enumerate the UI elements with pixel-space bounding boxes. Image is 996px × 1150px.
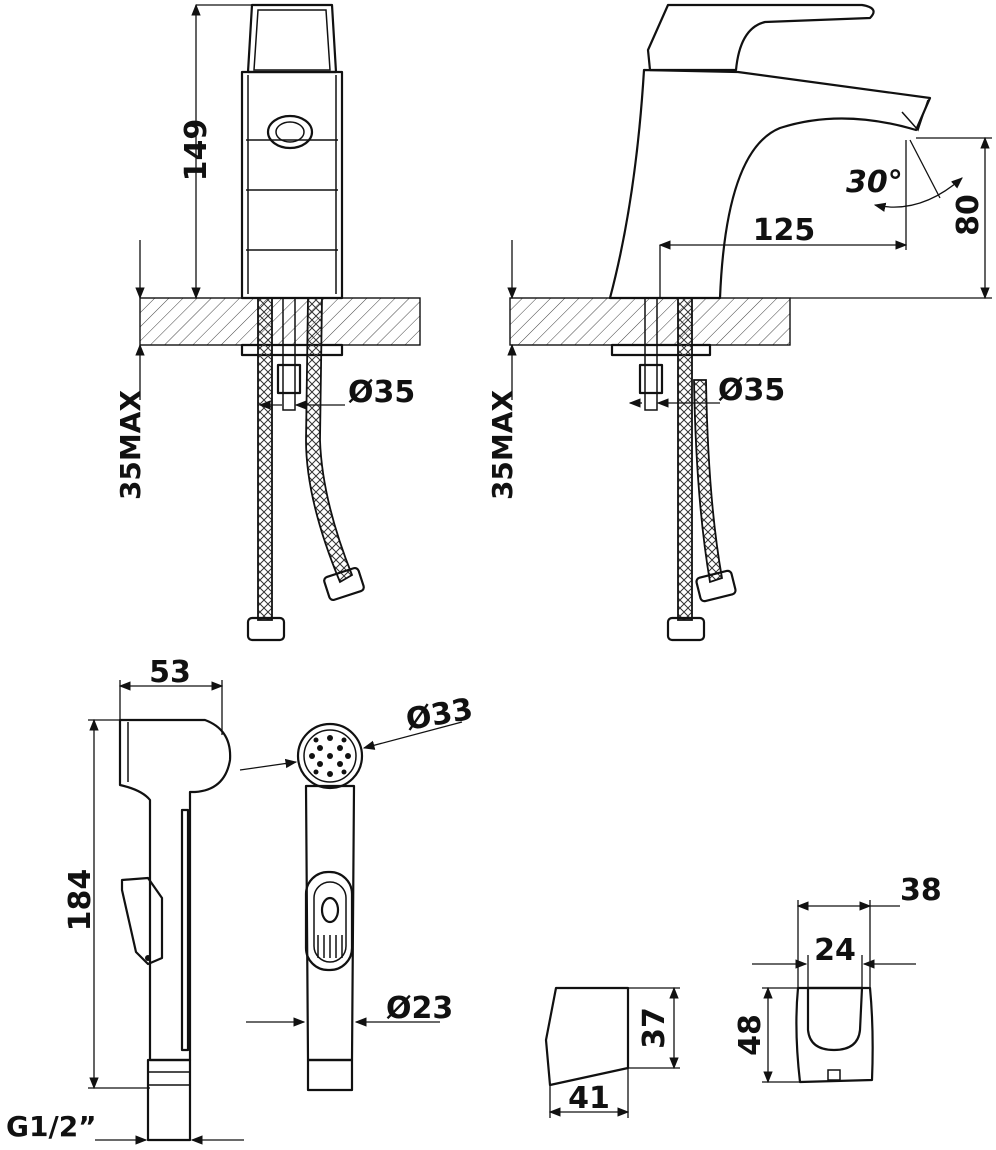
hand-shower-front-view: Ø33 Ø23 xyxy=(239,692,476,1092)
faucet-body-front xyxy=(240,3,344,300)
dim-48-label: 48 xyxy=(733,1014,768,1056)
dim-41: 41 xyxy=(548,1068,630,1118)
wall-holder-side-view: 37 41 xyxy=(544,986,680,1118)
dim-35max-front: 35MAX xyxy=(114,240,147,500)
hose-left-side xyxy=(677,297,693,621)
dim-53-label: 53 xyxy=(149,655,191,690)
dim-hole-35-side: Ø35 xyxy=(628,373,785,408)
hose-right-side xyxy=(693,379,724,584)
dim-hole-35-front: Ø35 xyxy=(258,375,415,410)
countertop-section-side xyxy=(509,297,791,346)
dim-37: 37 xyxy=(628,986,680,1070)
dim-80-side: 80 xyxy=(790,136,992,300)
dim-33-label: Ø33 xyxy=(403,692,475,738)
dim-38: 38 xyxy=(796,873,942,990)
dim-53: 53 xyxy=(118,655,224,735)
faucet-side-view: 125 80 30° 35MAX Ø35 xyxy=(486,3,992,642)
dim-35max-side-label: 35MAX xyxy=(486,390,519,500)
dim-37-label: 37 xyxy=(637,1007,672,1049)
hose-left-front xyxy=(257,297,273,621)
dim-30-degree-label: 30° xyxy=(846,165,903,200)
dim-hole-35-label: Ø35 xyxy=(348,375,415,410)
dim-41-label: 41 xyxy=(568,1081,610,1116)
dim-hole-35-side-label: Ø35 xyxy=(718,373,785,408)
dim-30-degree-angle: 30° xyxy=(846,139,963,212)
spray-nozzles xyxy=(309,735,351,777)
dim-23: Ø23 xyxy=(246,991,453,1027)
dim-35max-label: 35MAX xyxy=(114,390,147,500)
dim-33: Ø33 xyxy=(239,692,476,771)
dim-184: 184 xyxy=(63,718,150,1090)
dim-23-label: Ø23 xyxy=(386,991,453,1026)
faucet-body-side xyxy=(608,3,932,300)
countertop-section-front xyxy=(139,297,421,346)
trigger-ribs xyxy=(317,935,343,958)
dim-24-label: 24 xyxy=(814,933,856,968)
dim-38-label: 38 xyxy=(900,873,942,908)
hand-shower-side-view: 53 184 G1/2” xyxy=(6,655,244,1145)
dim-35max-side: 35MAX xyxy=(486,240,519,500)
hose-right-front xyxy=(305,297,354,584)
wall-holder-front-view: 38 24 48 xyxy=(733,873,942,1084)
faucet-front-view: 149 35MAX Ø35 xyxy=(114,3,421,642)
dim-80-label: 80 xyxy=(951,194,986,236)
dim-125-label: 125 xyxy=(753,213,816,248)
mounting-stud-side xyxy=(610,297,712,411)
dim-thread-label: G1/2” xyxy=(6,1110,97,1143)
mounting-stud-front xyxy=(240,297,344,411)
dim-149-label: 149 xyxy=(179,119,214,182)
dim-48: 48 xyxy=(733,986,800,1084)
dim-thread: G1/2” xyxy=(6,1110,244,1145)
dim-24: 24 xyxy=(752,933,916,990)
dim-149-front: 149 xyxy=(179,3,252,300)
dim-184-label: 184 xyxy=(63,869,98,932)
dim-125-side: 125 xyxy=(658,140,908,298)
